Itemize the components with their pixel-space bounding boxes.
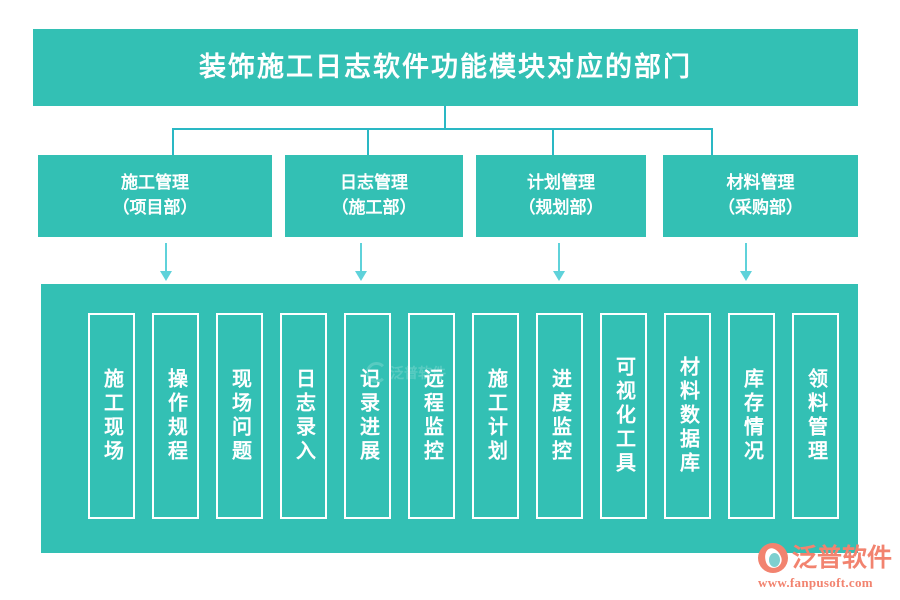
arrow-head [553, 271, 565, 281]
module-cell[interactable]: 领料管理 [792, 313, 839, 519]
module-label: 材料数据库 [676, 356, 699, 476]
department-owner: （采购部） [718, 198, 803, 217]
connector-drop-3 [552, 128, 554, 155]
module-label: 操作规程 [164, 368, 187, 464]
department-name: 计划管理 [527, 173, 595, 193]
brand-logo: 泛普软件 www.fanpusoft.com [758, 542, 894, 592]
arrow-head [740, 271, 752, 281]
module-label: 施工现场 [100, 368, 123, 464]
department-name: 施工管理 [121, 173, 189, 193]
arrow-down-icon-2 [354, 243, 368, 281]
department-box-log[interactable]: 日志管理 （施工部） [285, 155, 463, 237]
module-cell[interactable]: 记录进展 [344, 313, 391, 519]
arrow-shaft [558, 243, 560, 273]
department-box-construction[interactable]: 施工管理 （项目部） [38, 155, 272, 237]
module-cell[interactable]: 施工计划 [472, 313, 519, 519]
module-cell[interactable]: 可视化工具 [600, 313, 647, 519]
module-cell[interactable]: 日志录入 [280, 313, 327, 519]
connector-drop-2 [367, 128, 369, 155]
module-label: 现场问题 [228, 368, 251, 464]
module-cell[interactable]: 材料数据库 [664, 313, 711, 519]
arrow-shaft [165, 243, 167, 273]
module-label: 库存情况 [740, 368, 763, 464]
arrow-down-icon-4 [739, 243, 753, 281]
arrow-head [160, 271, 172, 281]
arrow-down-icon-1 [159, 243, 173, 281]
module-cell[interactable]: 现场问题 [216, 313, 263, 519]
module-container: 施工现场 操作规程 现场问题 日志录入 记录进展 远程监控 施工计划 进度监控 [41, 284, 858, 553]
department-box-plan[interactable]: 计划管理 （规划部） [476, 155, 646, 237]
module-label: 领料管理 [804, 368, 827, 464]
department-owner: （施工部） [331, 198, 417, 217]
module-label: 进度监控 [548, 368, 571, 464]
module-cell[interactable]: 远程监控 [408, 313, 455, 519]
brand-url: www.fanpusoft.com [758, 575, 873, 590]
module-label: 可视化工具 [612, 356, 635, 476]
module-cell[interactable]: 库存情况 [728, 313, 775, 519]
brand-name: 泛普软件 [792, 544, 893, 572]
fanpu-swirl-icon [758, 543, 788, 573]
brand-logo-row: 泛普软件 [758, 542, 894, 574]
connector-stem [444, 106, 446, 129]
arrow-shaft [745, 243, 747, 273]
connector-bus [172, 128, 712, 130]
department-box-material[interactable]: 材料管理 （采购部） [663, 155, 858, 237]
arrow-down-icon-3 [552, 243, 566, 281]
module-cell[interactable]: 施工现场 [88, 313, 135, 519]
department-name: 日志管理 [340, 173, 408, 193]
module-label: 记录进展 [356, 368, 379, 464]
module-label: 日志录入 [292, 368, 315, 464]
department-owner: （项目部） [112, 198, 198, 217]
module-label: 施工计划 [484, 368, 507, 464]
connector-drop-4 [711, 128, 713, 155]
module-cell[interactable]: 操作规程 [152, 313, 199, 519]
department-name: 材料管理 [726, 173, 795, 193]
connector-drop-1 [172, 128, 174, 155]
diagram-title-banner: 装饰施工日志软件功能模块对应的部门 [33, 29, 858, 106]
module-label: 远程监控 [420, 368, 443, 464]
department-owner: （规划部） [518, 198, 604, 217]
module-cell[interactable]: 进度监控 [536, 313, 583, 519]
arrow-shaft [360, 243, 362, 273]
arrow-head [355, 271, 367, 281]
module-row: 施工现场 操作规程 现场问题 日志录入 记录进展 远程监控 施工计划 进度监控 [88, 313, 858, 519]
page-title: 装饰施工日志软件功能模块对应的部门 [199, 52, 692, 82]
